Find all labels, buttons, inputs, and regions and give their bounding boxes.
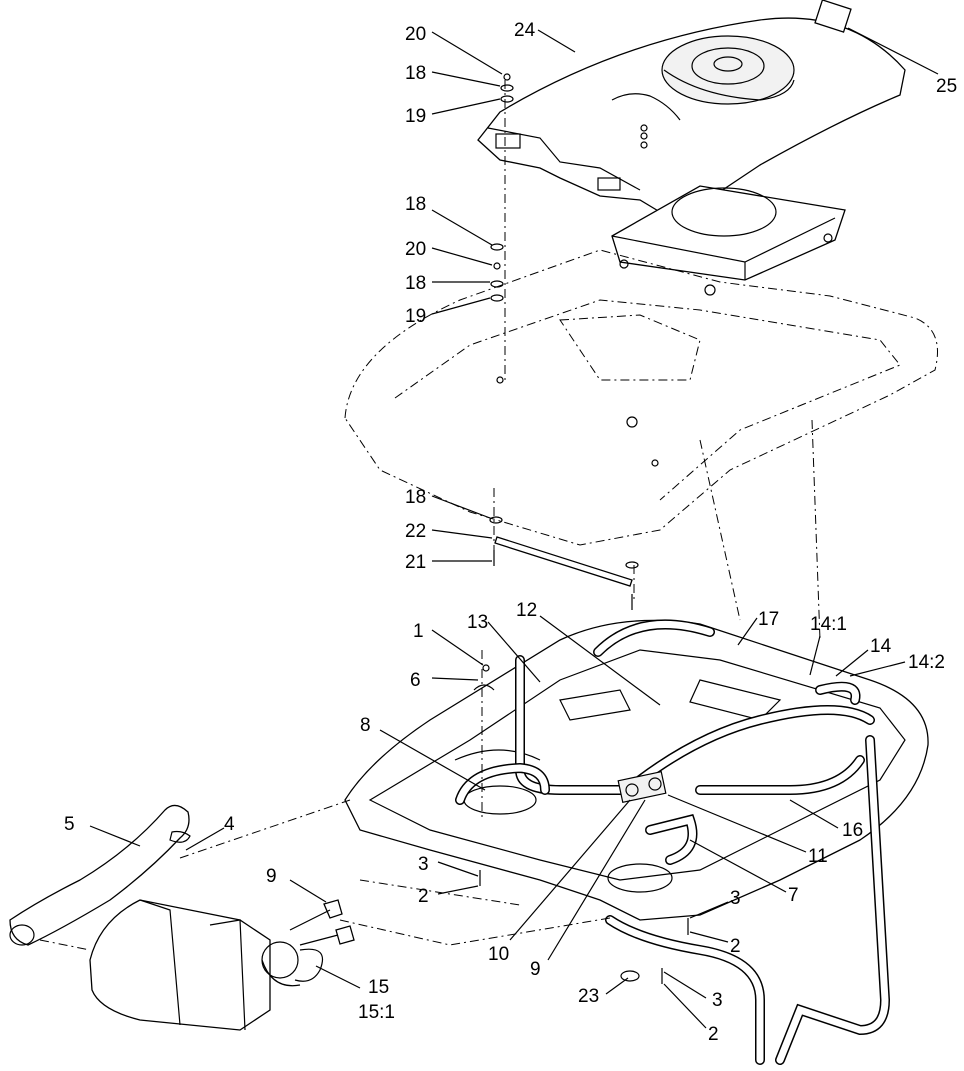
callout-14-2: 14:2 bbox=[908, 652, 945, 673]
callout-9: 9 bbox=[530, 959, 541, 980]
callout-21: 21 bbox=[405, 552, 426, 573]
callout-18: 18 bbox=[405, 273, 426, 294]
callout-3: 3 bbox=[730, 888, 741, 909]
callout-25: 25 bbox=[936, 76, 957, 97]
fastener-stack-top bbox=[490, 73, 514, 302]
callout-24: 24 bbox=[514, 20, 536, 41]
roof-cover bbox=[477, 0, 906, 213]
callout-23: 23 bbox=[578, 986, 599, 1007]
condenser-unit bbox=[611, 185, 846, 296]
callout-3: 3 bbox=[712, 990, 723, 1011]
callout-12: 12 bbox=[516, 600, 537, 621]
callout-labels: 24 25 20 18 19 18 20 18 19 18 22 21 1 13… bbox=[64, 20, 957, 1045]
callout-3: 3 bbox=[418, 854, 429, 875]
callout-20: 20 bbox=[405, 239, 426, 260]
callout-18: 18 bbox=[405, 63, 426, 84]
callout-18: 18 bbox=[405, 194, 426, 215]
callout-5: 5 bbox=[64, 814, 75, 835]
intake-duct bbox=[9, 804, 191, 946]
callout-4: 4 bbox=[224, 814, 235, 835]
callout-19: 19 bbox=[405, 306, 426, 327]
callout-2: 2 bbox=[418, 886, 429, 907]
callout-6: 6 bbox=[410, 670, 421, 691]
callout-2: 2 bbox=[708, 1024, 719, 1045]
callout-10: 10 bbox=[488, 944, 509, 965]
callout-7: 7 bbox=[788, 885, 799, 906]
callout-18: 18 bbox=[405, 487, 426, 508]
callout-8: 8 bbox=[360, 715, 371, 736]
callout-2: 2 bbox=[730, 936, 741, 957]
callout-13: 13 bbox=[467, 612, 488, 633]
callout-15-1: 15:1 bbox=[358, 1002, 395, 1023]
callout-22: 22 bbox=[405, 521, 426, 542]
callout-14-1: 14:1 bbox=[810, 614, 847, 635]
callout-16: 16 bbox=[842, 820, 863, 841]
callout-9: 9 bbox=[266, 866, 277, 887]
rod-assembly bbox=[489, 516, 639, 610]
callout-17: 17 bbox=[758, 609, 779, 630]
heater-assembly bbox=[89, 899, 324, 1031]
callout-1: 1 bbox=[413, 621, 424, 642]
expansion-valve bbox=[617, 770, 667, 804]
callout-19: 19 bbox=[405, 106, 426, 127]
callout-14: 14 bbox=[870, 636, 892, 657]
callout-11: 11 bbox=[808, 846, 828, 867]
leader-lines bbox=[89, 27, 939, 1029]
fittings bbox=[289, 664, 689, 984]
headliner-panel bbox=[344, 249, 938, 546]
callout-15: 15 bbox=[368, 977, 389, 998]
evaporator-housing bbox=[344, 619, 929, 921]
callout-20: 20 bbox=[405, 24, 426, 45]
hoses bbox=[455, 619, 891, 1065]
